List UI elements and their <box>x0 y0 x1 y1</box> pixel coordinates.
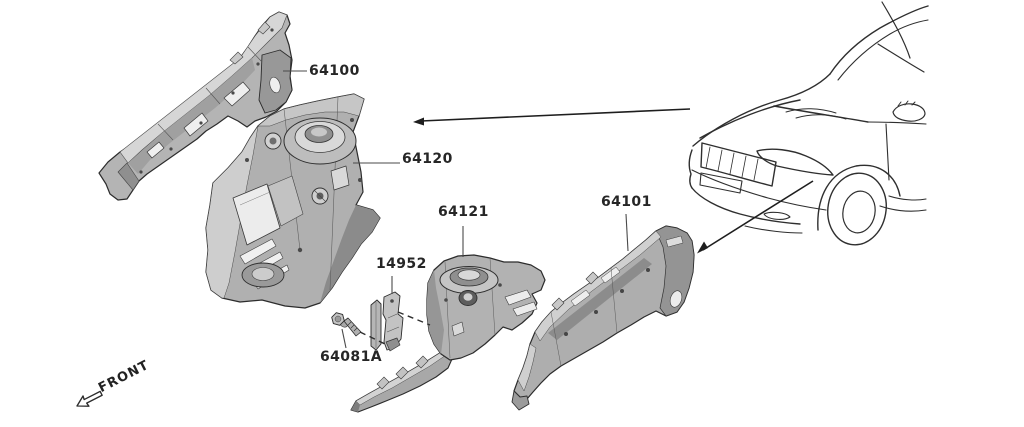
part-64100-drawing <box>98 11 293 201</box>
assembly-dashed-lines <box>359 311 431 345</box>
part-label-64101[interactable]: 64101 <box>601 194 652 210</box>
part-64120-drawing <box>205 93 381 309</box>
part-label-14952[interactable]: 14952 <box>376 256 427 272</box>
pointer-arrow-upper <box>413 108 691 126</box>
part-label-64120[interactable]: 64120 <box>402 151 453 167</box>
part-label-64081A[interactable]: 64081A <box>320 349 382 365</box>
vehicle-illustration <box>688 1 929 246</box>
pointer-arrow-lower <box>697 180 814 254</box>
part-64081A-drawing <box>331 312 362 337</box>
part-64101-drawing <box>511 225 695 411</box>
part-label-64121[interactable]: 64121 <box>438 204 489 220</box>
front-direction-arrow-icon <box>76 390 103 407</box>
part-64121-drawing <box>350 254 546 413</box>
part-label-64100[interactable]: 64100 <box>309 63 360 79</box>
part-14952-drawing <box>370 291 404 352</box>
leader-lines <box>283 70 629 349</box>
